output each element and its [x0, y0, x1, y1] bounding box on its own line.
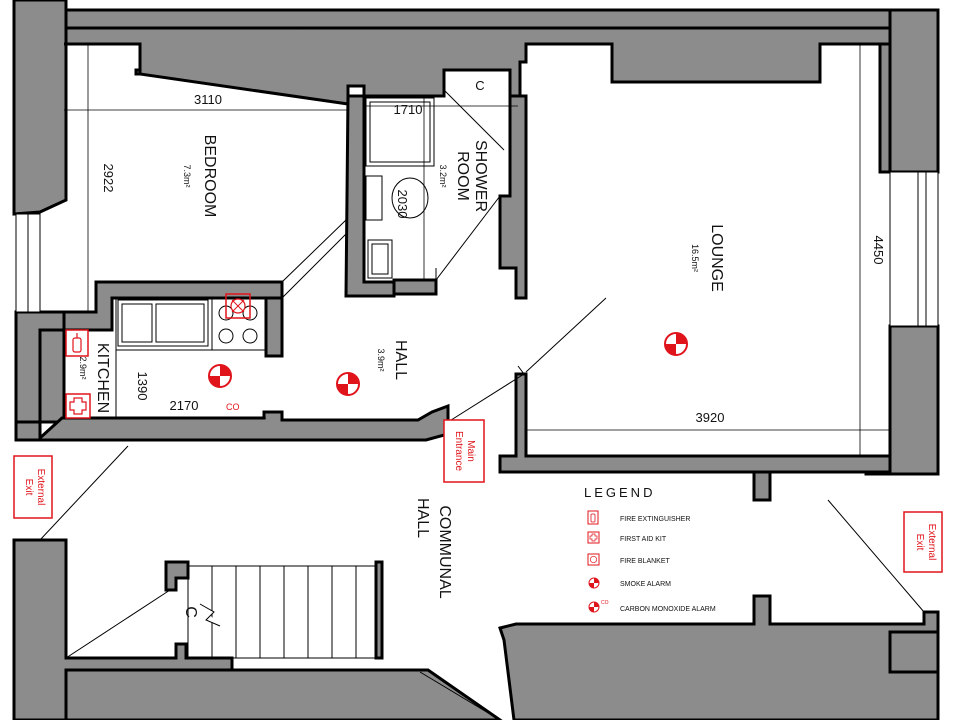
- room-area-hall: 3.9m²: [376, 348, 386, 371]
- wall-lounge-stub: [752, 470, 772, 502]
- co-tag: CO: [226, 402, 240, 412]
- main-entrance-line2: Entrance: [453, 431, 464, 471]
- wall-kitchen-right: [264, 296, 284, 358]
- wall-bedroom-top: [64, 42, 152, 76]
- first-aid-kit-kitchen: [65, 393, 91, 419]
- cupboard-label-stair: C: [182, 606, 199, 618]
- toilet-cistern: [365, 175, 383, 221]
- door-lounge: [525, 297, 607, 373]
- dim-shower-depth: 2030: [395, 190, 410, 219]
- shower-fixtures: [365, 97, 435, 279]
- exit-left-line1: External: [35, 469, 46, 506]
- smoke-alarm-hall: [336, 372, 360, 396]
- fire-extinguisher-kitchen: [65, 329, 89, 357]
- room-area-shower: 3.2m²: [438, 164, 448, 187]
- room-area-bedroom: 7.3m²: [182, 164, 192, 187]
- fire-extinguisher-icon: [587, 510, 599, 525]
- dim-lounge-depth: 4450: [871, 236, 886, 265]
- wall-right-middle: [864, 324, 940, 476]
- basin: [367, 239, 393, 279]
- main-entrance-line1: Main: [465, 440, 476, 462]
- cupboard-label-shower: C: [475, 78, 484, 93]
- wall-lounge-left: [498, 372, 892, 474]
- door-swings: [39, 89, 925, 720]
- room-name-shower-2: ROOM: [454, 151, 471, 201]
- dim-lounge-width: 3920: [696, 410, 725, 425]
- door-external-left: [39, 445, 129, 541]
- smoke-alarm-lounge: [664, 332, 688, 356]
- exit-right-line1: External: [926, 524, 937, 561]
- dim-shower-width: 1710: [394, 102, 423, 117]
- dim-bedroom-width: 3110: [194, 92, 222, 107]
- door-stair-cupboard: [65, 589, 171, 659]
- shower-tray: [365, 97, 435, 167]
- dimension-lines: [64, 44, 890, 456]
- windows: [15, 171, 939, 327]
- door-shower: [435, 195, 501, 282]
- room-name-communal-1: COMMUNAL: [436, 505, 453, 598]
- legend: LEGEND FIRE EXTINGUISHER FIRST AID KIT F…: [584, 485, 716, 613]
- smoke-alarm-icon: [588, 577, 600, 589]
- wall-right-upper: [888, 8, 940, 174]
- wall-top: [64, 8, 892, 30]
- kitchen-fixtures: [115, 297, 267, 418]
- external-exit-right: External Exit: [903, 511, 943, 573]
- hob: [211, 297, 267, 351]
- door-communal: [419, 671, 501, 720]
- legend-title: LEGEND: [584, 485, 655, 500]
- door-cupboard: [443, 89, 505, 151]
- legend-label-co-alarm: CARBON MONOXIDE ALARM: [620, 606, 716, 613]
- room-area-lounge: 16.5m²: [690, 244, 700, 272]
- wall-shower-lounge: [498, 94, 528, 300]
- door-main-entrance: [447, 365, 525, 423]
- wall-bottom-right: [498, 594, 940, 720]
- wall-stair-right: [374, 560, 384, 660]
- dim-bedroom-depth: 2922: [101, 164, 116, 193]
- room-name-shower-1: SHOWER: [472, 140, 489, 212]
- exit-left-line2: Exit: [23, 479, 34, 496]
- room-name-bedroom: BEDROOM: [201, 135, 218, 218]
- kitchen-sink: [117, 299, 209, 347]
- dim-kitchen-depth: 1390: [135, 372, 150, 401]
- wall-lounge-right: [878, 42, 892, 174]
- wall-stair-top: [164, 560, 190, 592]
- wall-right-lower: [888, 630, 940, 674]
- wall-bottom-middle: [64, 668, 503, 720]
- carbon-monoxide-alarm-icon: CO: [588, 600, 609, 613]
- dim-kitchen-width: 2170: [170, 398, 199, 413]
- toilet-bowl: [391, 177, 429, 219]
- fire-blanket-icon: [587, 553, 600, 566]
- wall-hall-bottom: [14, 403, 450, 442]
- legend-label-smoke-alarm: SMOKE ALARM: [620, 581, 671, 588]
- legend-label-fire-extinguisher: FIRE EXTINGUISHER: [620, 516, 690, 523]
- legend-label-fire-blanket: FIRE BLANKET: [620, 558, 671, 565]
- room-name-kitchen: KITCHEN: [94, 343, 111, 413]
- room-name-hall: HALL: [392, 340, 409, 380]
- external-exit-left: External Exit: [13, 455, 53, 519]
- door-external-right: [827, 499, 925, 613]
- exit-right-line2: Exit: [914, 534, 925, 551]
- main-entrance-sign: Main Entrance: [443, 419, 485, 483]
- wall-shower-bottom: [392, 278, 438, 296]
- wall-kitchen-left: [38, 328, 66, 424]
- window-lounge: [889, 171, 939, 327]
- wall-left-upper: [12, 0, 68, 216]
- staircase: [187, 565, 377, 659]
- first-aid-kit-icon: [587, 531, 600, 544]
- fire-blanket-kitchen: [225, 293, 251, 319]
- room-name-communal-2: HALL: [414, 498, 431, 538]
- door-bedroom: [281, 219, 347, 300]
- legend-label-first-aid-kit: FIRST AID KIT: [620, 536, 667, 543]
- co-alarm-kitchen: CO: [208, 364, 240, 412]
- room-name-lounge: LOUNGE: [708, 224, 725, 292]
- legend-co-tag: CO: [601, 600, 609, 606]
- walls: [12, 0, 940, 720]
- room-area-kitchen: 2.9m²: [78, 356, 88, 379]
